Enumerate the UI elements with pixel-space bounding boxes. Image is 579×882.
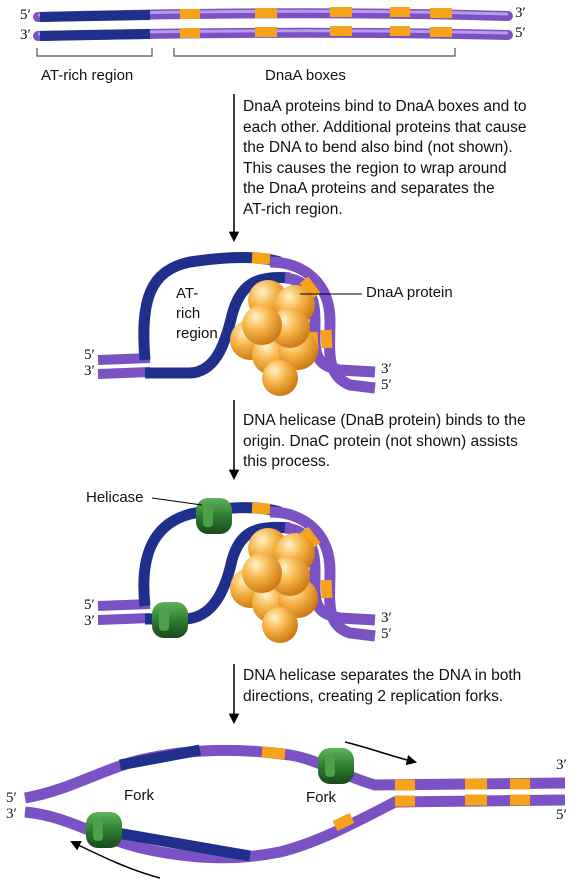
fork-direction-arrow-left: [70, 840, 161, 879]
bottom-strand: [33, 26, 513, 41]
step1-text: DnaA proteins bind to DnaA boxes and to …: [243, 98, 527, 218]
strand-end-label: 5′: [556, 807, 567, 823]
dnaa-protein-cluster: [230, 280, 318, 396]
strand-end-label: 3′: [381, 361, 392, 377]
strand-end-label: 3′: [84, 613, 95, 629]
strand-end-label: 3′: [84, 363, 95, 379]
helicase-right-fork: [318, 748, 354, 784]
top-strand: [33, 7, 513, 22]
strand-end-label: 5′: [6, 790, 17, 806]
at-rich-region-label-bent: AT- rich region: [176, 285, 218, 342]
dnaa-box: [261, 746, 286, 760]
step3-text: DNA helicase separates the DNA in both d…: [243, 667, 522, 705]
origin-dna-linear: [33, 7, 513, 57]
dnaa-boxes-bracket: [173, 48, 456, 57]
helicase-bottom: [152, 602, 188, 638]
dnaa-box: [332, 813, 355, 831]
strand-end-label: 3′: [20, 27, 31, 43]
strand-end-label: 3′: [515, 5, 526, 21]
fork-label-right: Fork: [306, 789, 336, 806]
dnaa-protein-label: DnaA protein: [366, 284, 453, 301]
helicase-leader: [151, 497, 203, 506]
strand-end-label: 5′: [381, 377, 392, 393]
strand-end-label: 5′: [84, 347, 95, 363]
at-rich-bracket: [36, 48, 153, 57]
helicase-top: [196, 498, 232, 534]
step2-text: DNA helicase (DnaB protein) binds to the…: [243, 412, 526, 470]
fork-label-left: Fork: [124, 787, 154, 804]
strand-end-label: 3′: [556, 757, 567, 773]
dnaa-box: [320, 329, 333, 349]
strand-end-label: 5′: [84, 597, 95, 613]
replication-bubble: [24, 741, 566, 879]
strand-end-label: 3′: [6, 806, 17, 822]
strand-end-label: 5′: [515, 25, 526, 41]
dnaa-protein-cluster: [230, 528, 318, 643]
strand-end-label: 5′: [20, 7, 31, 23]
at-rich-region-label: AT-rich region: [41, 67, 134, 84]
dnaa-box: [251, 252, 271, 265]
dnaa-box: [251, 502, 271, 515]
helicase-left-fork: [86, 812, 122, 848]
fork-direction-arrow-right: [344, 741, 418, 766]
dnaa-box: [299, 276, 321, 300]
dnaa-boxes-label: DnaA boxes: [265, 67, 346, 84]
helicase-complex: [97, 497, 376, 643]
dnaa-complex: [97, 252, 376, 396]
helicase-label: Helicase: [86, 489, 144, 506]
dnaa-box: [299, 526, 321, 550]
strand-end-label: 3′: [381, 610, 392, 626]
strand-end-label: 5′: [381, 626, 392, 642]
dnaa-box: [320, 579, 333, 599]
